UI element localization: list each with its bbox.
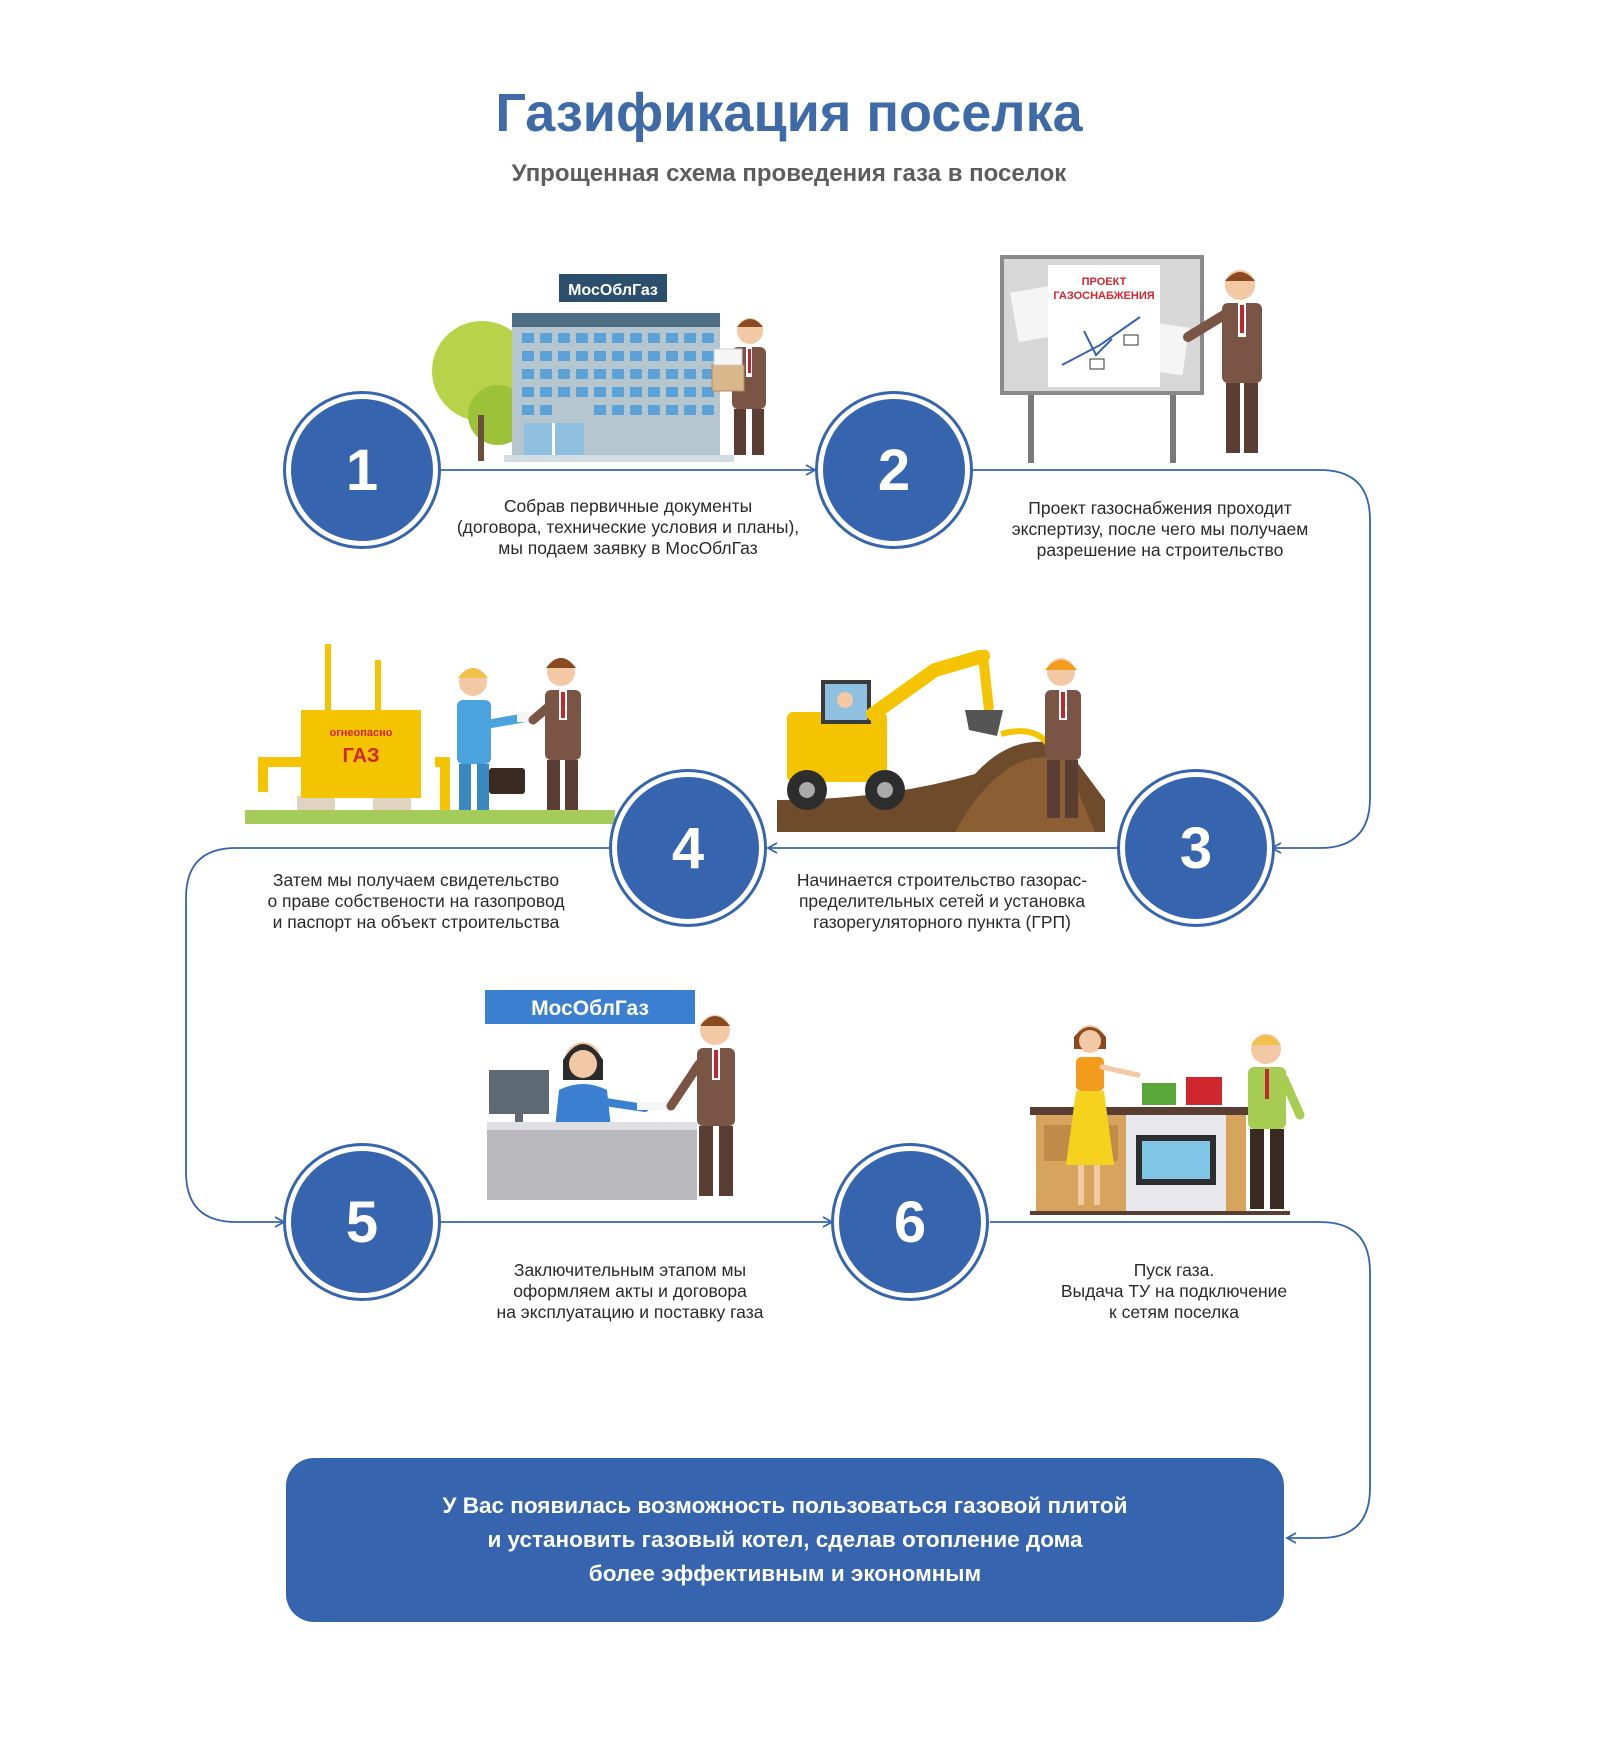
gas-tank-warning: огнеопасно [329, 727, 392, 739]
board-title-1: ПРОЕКТ [1082, 276, 1127, 288]
step-5-circle: 5 [286, 1146, 438, 1298]
step-5-line-2: оформляем акты и договора [513, 1281, 747, 1301]
step-6-line-3: к сетям поселка [1109, 1302, 1239, 1322]
step-2-description: Проект газоснабжения проходит экспертизу… [970, 498, 1350, 561]
step-4-circle: 4 [612, 772, 764, 924]
step-6-circle: 6 [834, 1146, 986, 1298]
office-desk-illustration: МосОблГаз [485, 990, 735, 1200]
step-4-description: Затем мы получаем свидетельство о праве … [226, 870, 606, 933]
final-line-1: У Вас появилась возможность пользоваться… [442, 1493, 1128, 1518]
pot-green [1142, 1083, 1176, 1105]
step-1-circle: 1 [286, 394, 438, 546]
step-3-line-1: Начинается строительство газорас- [796, 870, 1088, 890]
gas-tank [301, 710, 421, 798]
step-2-line-3: разрешение на строительство [1036, 540, 1284, 560]
step-2-line-2: экспертизу, после чего мы получаем [1011, 519, 1309, 539]
step-6-line-1: Пуск газа. [1133, 1260, 1215, 1280]
office-sign-board [485, 990, 695, 1024]
connector-2-3 [970, 469, 1371, 854]
step-1-line-3: мы подаем заявку в МосОблГаз [498, 538, 758, 558]
kitchen-illustration [1030, 1025, 1305, 1215]
step-1-description: Собрав первичные документы (договора, те… [438, 496, 818, 559]
step-5-line-1: Заключительным этапом мы [513, 1260, 747, 1280]
building-sign-board [557, 272, 669, 304]
office-desk [487, 1128, 697, 1200]
step-4-line-1: Затем мы получаем свидетельство [272, 870, 560, 890]
pot-red [1186, 1077, 1222, 1105]
step-4-line-3: и паспорт на объект строительства [272, 912, 560, 932]
step-5-description: Заключительным этапом мы оформляем акты … [440, 1260, 820, 1323]
office-building-illustration: МосОблГаз [432, 272, 766, 462]
step-3-circle: 3 [1120, 772, 1272, 924]
excavator-illustration [777, 650, 1105, 832]
step-3-line-3: газорегуляторного пункта (ГРП) [813, 912, 1071, 932]
final-line-2: и установить газовый котел, сделав отопл… [487, 1527, 1083, 1552]
step-6-line-2: Выдача ТУ на подключение [1060, 1281, 1288, 1301]
board-title-2: ГАЗОСНАБЖЕНИЯ [1053, 290, 1154, 302]
office-sign-text: МосОблГаз [531, 997, 649, 1020]
connector-6-final [990, 1221, 1371, 1544]
step-2-line-1: Проект газоснабжения проходит [1028, 498, 1292, 518]
step-4-line-2: о праве собствености на газопровод [267, 891, 565, 911]
final-line-3: более эффективным и экономным [588, 1561, 982, 1586]
final-result-box: У Вас появилась возможность пользоваться… [286, 1458, 1284, 1622]
gas-tank-handshake-illustration: огнеопасно ГАЗ [245, 644, 615, 824]
step-1-line-1: Собрав первичные документы [503, 496, 753, 516]
building-sign-text: МосОблГаз [568, 282, 658, 299]
step-5-line-3: на эксплуатацию и поставку газа [496, 1302, 764, 1322]
step-3-description: Начинается строительство газорас- предел… [752, 870, 1132, 933]
step-3-line-2: пределительных сетей и установка [798, 891, 1086, 911]
page-subtitle: Упрощенная схема проведения газа в посел… [511, 160, 1067, 187]
page-title: Газификация поселка [495, 83, 1083, 143]
gas-tank-label: ГАЗ [342, 745, 379, 767]
connector-4-5 [185, 847, 610, 1228]
step-6-description: Пуск газа. Выдача ТУ на подключение к се… [984, 1260, 1364, 1323]
step-1-line-2: (договора, технические условия и планы), [456, 517, 800, 537]
step-2-circle: 2 [818, 394, 970, 546]
project-board-illustration: ПРОЕКТ ГАЗОСНАБЖЕНИЯ [1000, 255, 1262, 463]
